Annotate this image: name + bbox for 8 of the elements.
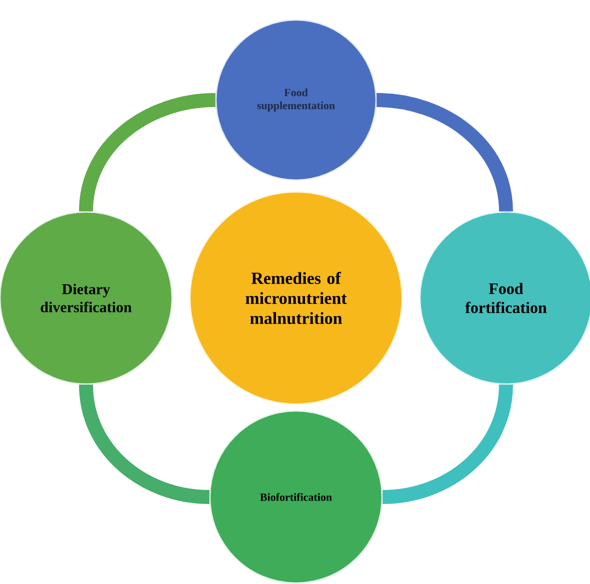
- ring-arc: [79, 384, 210, 504]
- circle-node: Remedies of micronutrient malnutrition: [189, 191, 403, 405]
- circle-node: Food fortification: [419, 211, 590, 385]
- ring-arc: [382, 384, 513, 504]
- circle-node: Food supplementation: [215, 19, 377, 181]
- ring-arc: [79, 93, 216, 212]
- circle-node: Biofortification: [209, 410, 383, 584]
- ring-arc: [376, 93, 513, 212]
